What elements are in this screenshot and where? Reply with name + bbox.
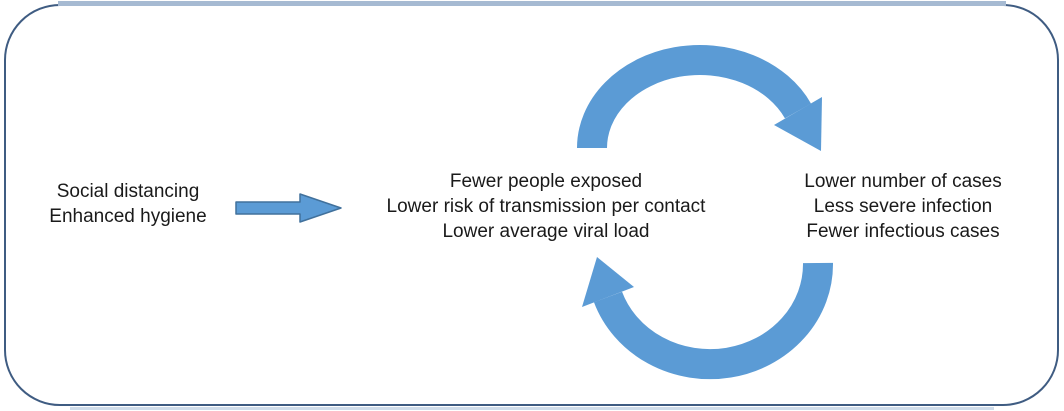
interventions-line-1: Social distancing [56, 181, 200, 202]
frame-bottom-highlight-line [70, 407, 994, 410]
outcomes-line-2: Less severe infection [813, 196, 993, 217]
transmission-effects-line-3: Lower average viral load [442, 221, 650, 242]
interventions-line-2: Enhanced hygiene [49, 206, 207, 227]
interventions-block: Social distancing Enhanced hygiene [28, 179, 228, 229]
outcomes-block: Lower number of cases Less severe infect… [782, 169, 1024, 244]
transmission-effects-line-1: Fewer people exposed [449, 171, 643, 192]
transmission-effects-line-2: Lower risk of transmission per contact [386, 196, 706, 217]
outcomes-line-1: Lower number of cases [804, 171, 1002, 192]
transmission-effects-block: Fewer people exposed Lower risk of trans… [357, 169, 735, 244]
frame-top-highlight-line [58, 1, 1006, 6]
outcomes-line-3: Fewer infectious cases [806, 221, 1000, 242]
